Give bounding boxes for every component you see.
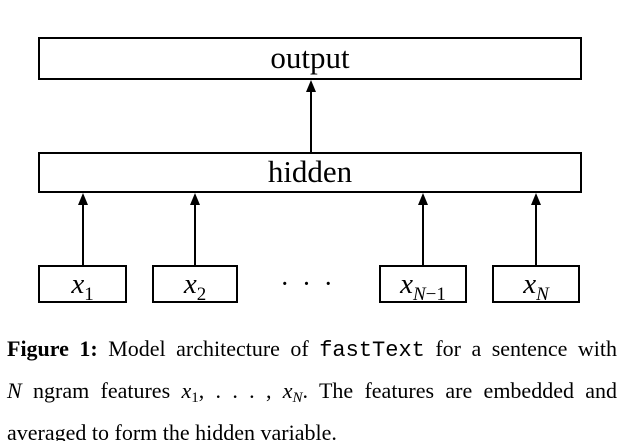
arrowhead-up-icon — [306, 80, 316, 92]
arrowhead-up-icon — [78, 193, 88, 205]
caption-line-2: N ngram features x1, . . . , xN. The fea… — [7, 378, 618, 406]
arrowhead-up-icon — [531, 193, 541, 205]
arrow-shaft — [194, 205, 196, 265]
math-xN: xN. The features are embedded and — [282, 378, 618, 406]
math-x1: x1, . . . , — [181, 378, 272, 406]
arrowhead-up-icon — [190, 193, 200, 205]
arrow-shaft — [422, 205, 424, 265]
input-box-xn: xN — [492, 265, 580, 305]
input-box-x1: x1 — [38, 265, 127, 305]
arrow-xn-to-hidden — [531, 193, 541, 265]
arrow-x2-to-hidden — [190, 193, 200, 265]
caption-line-3: averaged to form the hidden variable. — [7, 420, 337, 441]
input-label-xn: xN — [523, 267, 549, 305]
input-label-x1: x1 — [71, 267, 94, 305]
arrow-shaft — [82, 205, 84, 265]
output-layer-box: output — [38, 37, 582, 80]
arrow-shaft — [310, 92, 312, 152]
input-label-x2: x2 — [183, 267, 207, 305]
arrowhead-up-icon — [418, 193, 428, 205]
ellipsis-dots: · · · — [280, 268, 336, 299]
arrow-hidden-to-output — [306, 80, 316, 152]
hidden-layer-label: hidden — [267, 154, 353, 189]
math-N: N — [7, 378, 22, 403]
input-box-x2: x2 — [152, 265, 238, 305]
input-label-xn-1: xN−1 — [400, 267, 446, 305]
output-layer-label: output — [270, 40, 350, 75]
hidden-layer-box: hidden — [38, 152, 582, 193]
input-box-xn-1: xN−1 — [379, 265, 467, 305]
arrow-xn-1-to-hidden — [418, 193, 428, 265]
figure-number-label: Figure 1: — [7, 336, 98, 361]
arrow-shaft — [535, 205, 537, 265]
fasttext-code-text: fastText — [319, 338, 425, 363]
figure-caption: Figure 1: Model architecture of fastText… — [7, 328, 617, 441]
caption-line-1: Figure 1: Model architecture of fastText… — [7, 336, 618, 363]
arrow-x1-to-hidden — [78, 193, 88, 265]
